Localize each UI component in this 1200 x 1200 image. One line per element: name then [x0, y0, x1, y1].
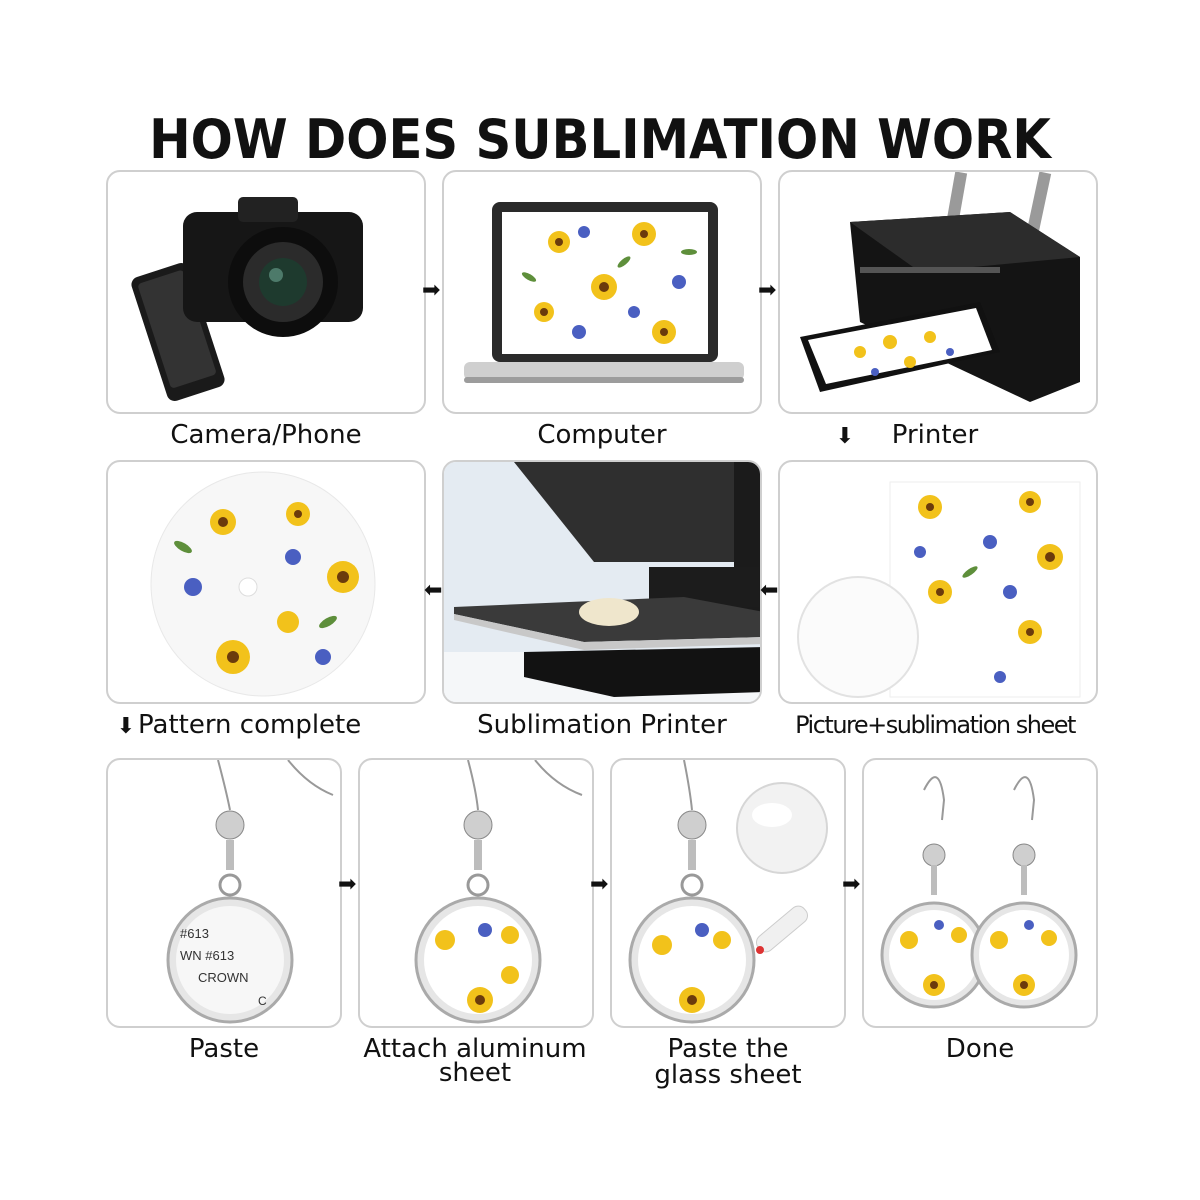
earring-pair-image	[880, 776, 1078, 1009]
printer-image	[800, 172, 1080, 402]
page-title: HOW DOES SUBLIMATION WORK	[149, 108, 1051, 171]
step-label-camera-phone: Camera/Phone	[170, 420, 362, 450]
step-label-computer: Computer	[537, 420, 667, 450]
step-label-paste-glass-line2: glass sheet	[654, 1060, 802, 1090]
step-label-printer: Printer	[891, 420, 979, 450]
stamp-text: WN #613	[180, 948, 234, 963]
step-label-done: Done	[945, 1034, 1015, 1064]
arrow-down-icon: ⬇	[116, 714, 136, 739]
heat-press-image	[444, 462, 760, 702]
earring-blank-image: #613 WN #613 CROWN C	[166, 760, 334, 1024]
flower-pattern	[521, 222, 697, 344]
panel-pattern-complete	[106, 460, 426, 704]
arrow-right-icon: ➡	[338, 872, 357, 897]
earring-pattern-image	[414, 760, 583, 1024]
arrow-right-icon: ➡	[758, 278, 777, 303]
step-label-attach-aluminum-line2: sheet	[438, 1058, 512, 1088]
earring-glass-image	[628, 760, 828, 1024]
panel-computer	[442, 170, 762, 414]
camera-phone-image	[131, 197, 363, 402]
stamp-text: #613	[180, 926, 209, 941]
arrow-right-icon: ➡	[422, 278, 441, 303]
arrow-right-icon: ➡	[590, 872, 609, 897]
step-label-picture-sublimation-sheet: Picture+sublimation sheet	[795, 711, 1076, 739]
panel-printer	[778, 170, 1098, 414]
panel-attach-aluminum-sheet	[358, 758, 594, 1028]
step-label-sublimation-printer: Sublimation Printer	[477, 710, 727, 740]
sublimation-sheet-image	[797, 481, 1081, 698]
panel-paste: #613 WN #613 CROWN C	[106, 758, 342, 1028]
arrow-left-icon: ⬅	[760, 578, 779, 603]
arrow-down-icon: ⬇	[835, 424, 855, 449]
panel-camera-phone	[106, 170, 426, 414]
stamp-text: CROWN	[198, 970, 249, 985]
arrow-right-icon: ➡	[842, 872, 861, 897]
stamp-text: C	[258, 994, 267, 1008]
panel-sublimation-printer	[442, 460, 762, 704]
step-label-pattern-complete: Pattern complete	[138, 710, 362, 740]
step-label-paste: Paste	[188, 1034, 260, 1064]
arrow-left-icon: ⬅	[424, 578, 443, 603]
printed-circle-image	[150, 471, 376, 697]
step-label-paste-glass-line1: Paste the	[667, 1034, 789, 1064]
laptop-image	[464, 202, 744, 383]
step-label-attach-aluminum-line1: Attach aluminum	[363, 1034, 587, 1064]
panel-paste-glass-sheet	[610, 758, 846, 1028]
panel-picture-sublimation-sheet	[778, 460, 1098, 704]
panel-done	[862, 758, 1098, 1028]
